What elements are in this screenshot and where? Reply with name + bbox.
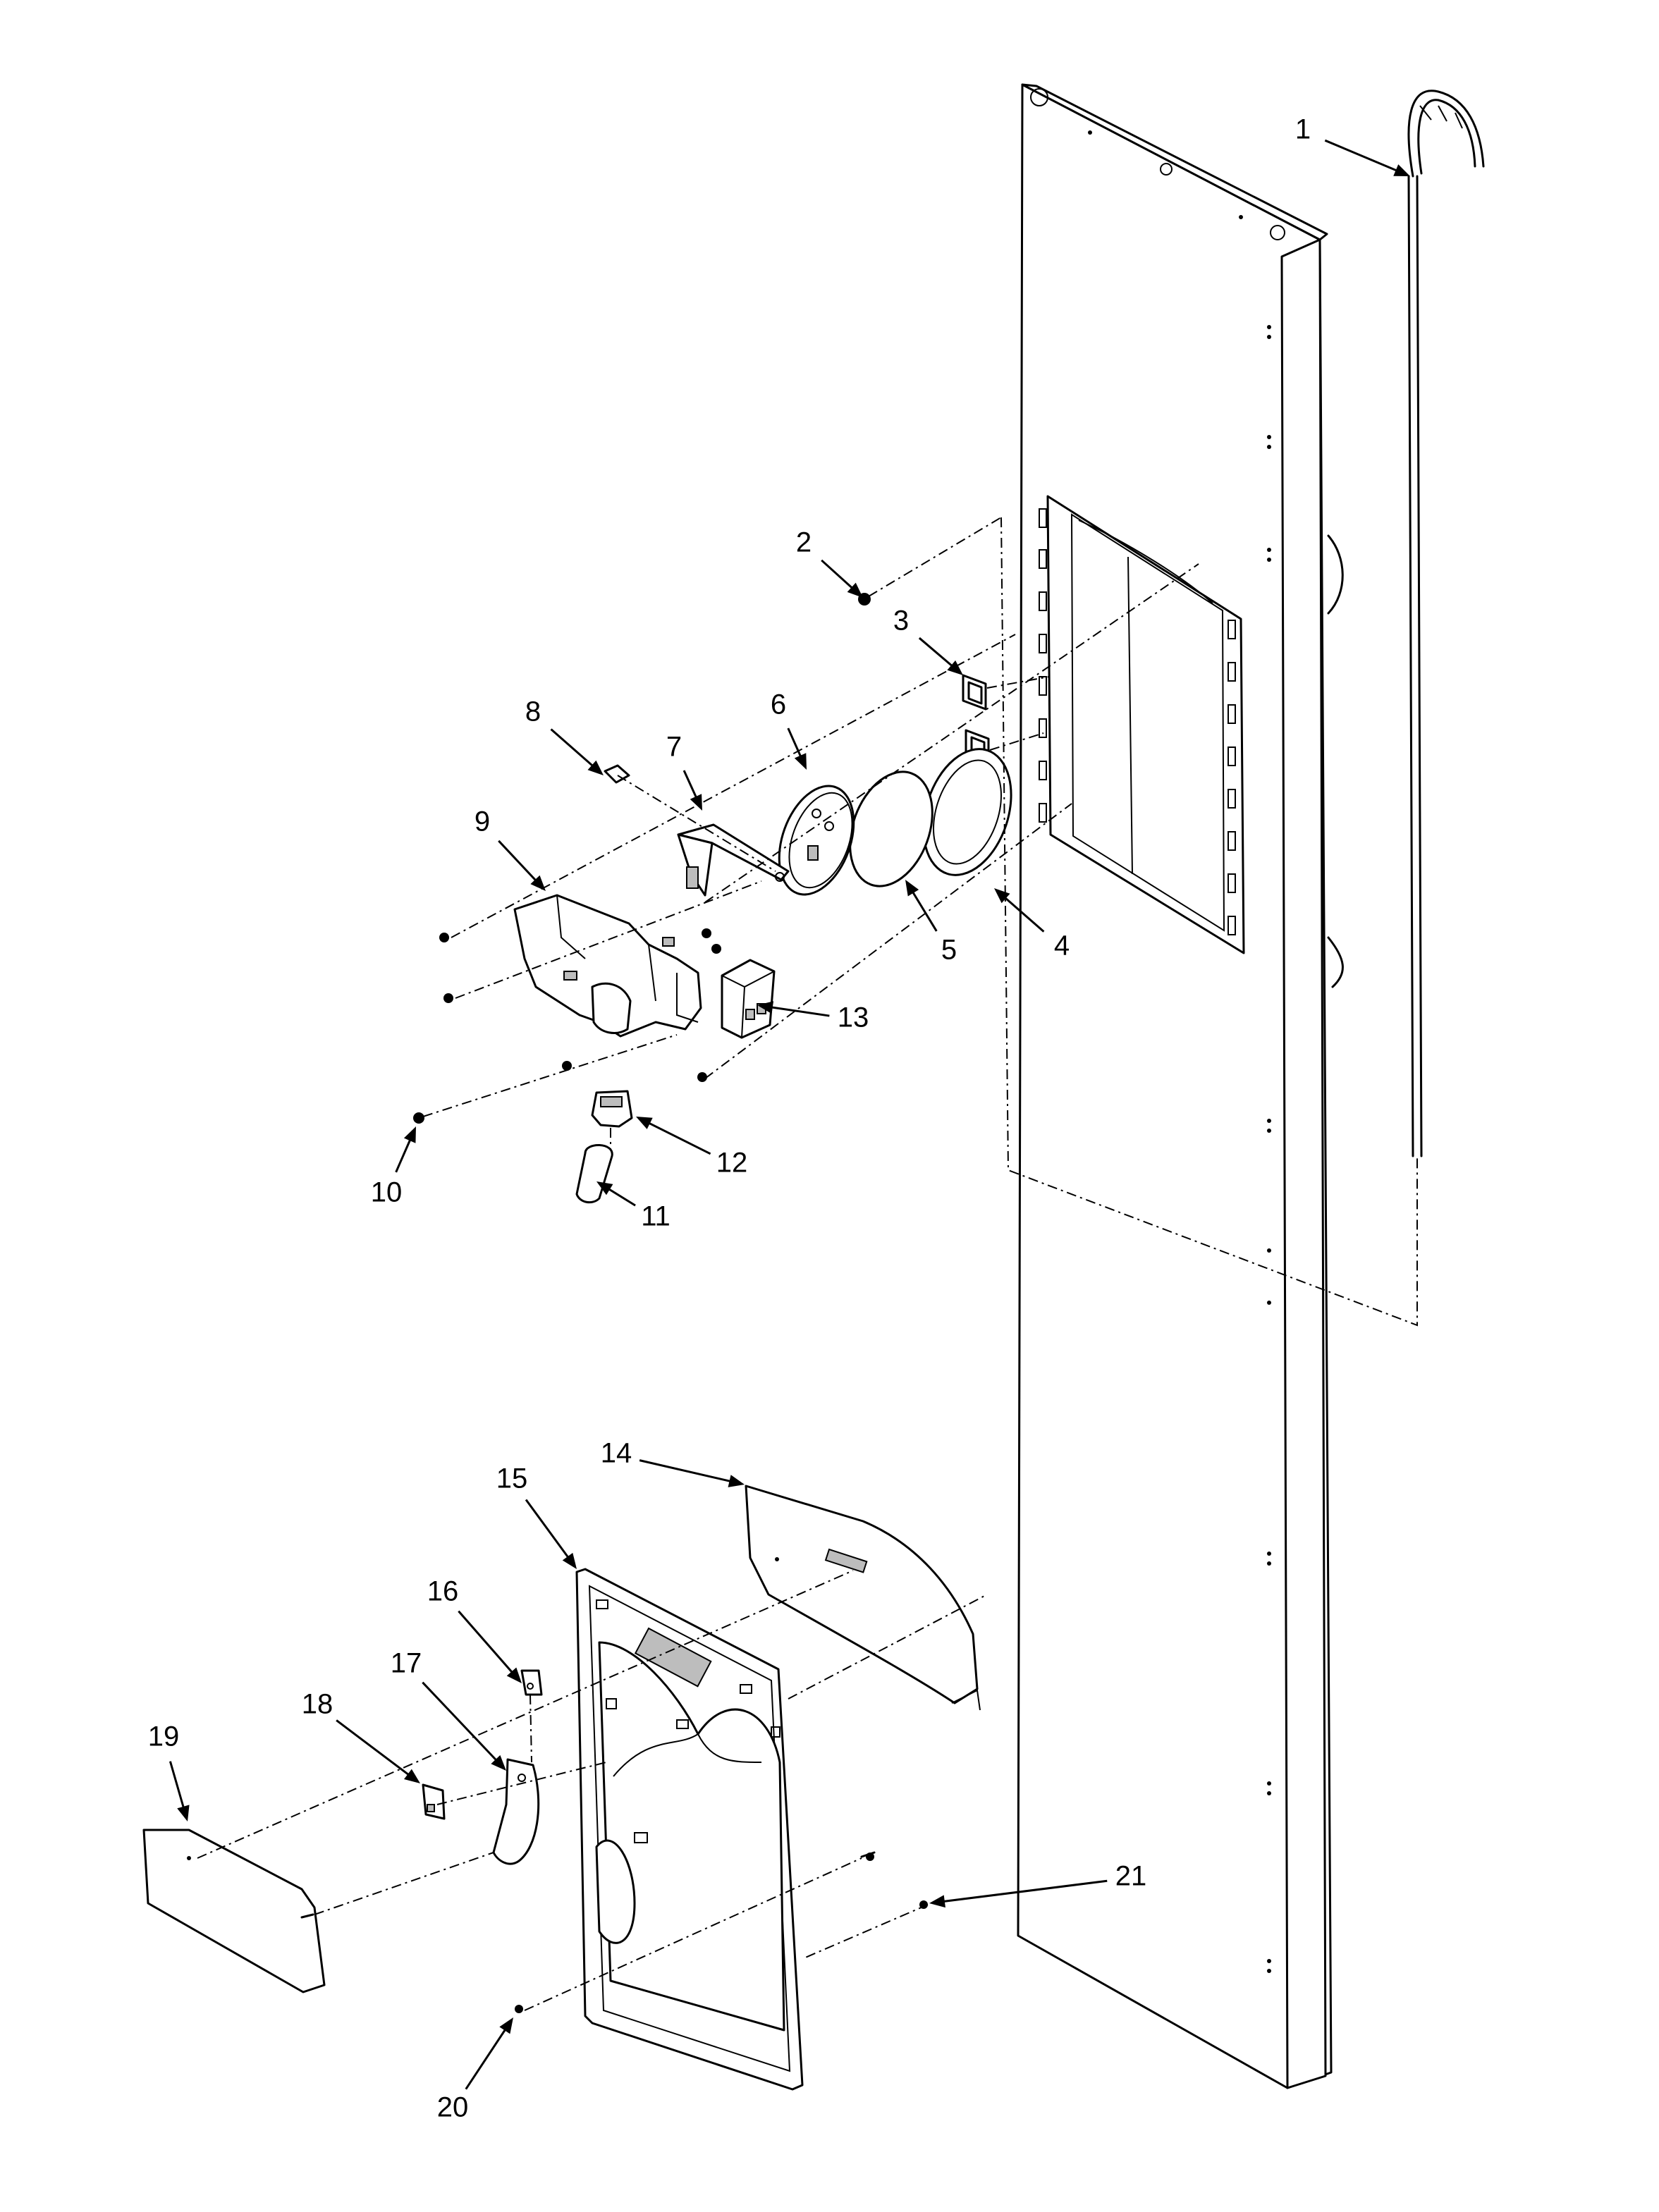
callout-arrowhead-8	[587, 760, 604, 775]
callout-number-12: 12	[716, 1148, 748, 1179]
part-19-plate	[142, 1829, 326, 1993]
callout-arrowhead-19	[177, 1805, 190, 1821]
callout-arrowhead-12	[636, 1117, 653, 1129]
callout-arrowhead-3	[947, 660, 963, 675]
part-18-switch	[422, 1783, 446, 1820]
callout-leader-15	[525, 1499, 575, 1567]
callout-number-7: 7	[666, 732, 682, 763]
part-11-spout	[575, 1144, 613, 1204]
part-5-lens	[849, 770, 933, 887]
callout-arrowhead-16	[506, 1667, 522, 1683]
callout-arrowhead-2	[847, 582, 863, 598]
assembly-lines	[197, 517, 1418, 2011]
callout-arrowhead-7	[690, 794, 702, 811]
callout-arrowhead-4	[994, 888, 1010, 904]
door-panel	[1017, 83, 1344, 2089]
callout-leader-14	[639, 1459, 741, 1485]
callout-number-4: 4	[1054, 930, 1070, 961]
callout-number-19: 19	[148, 1721, 180, 1752]
callout-number-20: 20	[437, 2092, 469, 2123]
callout-number-15: 15	[496, 1463, 528, 1494]
callout-number-14: 14	[601, 1438, 632, 1469]
callout-number-10: 10	[371, 1177, 403, 1208]
callout-leader-21	[933, 1879, 1108, 1904]
callout-arrowhead-17	[491, 1755, 506, 1771]
part-13-valve	[721, 959, 776, 1039]
callout-arrowhead-5	[905, 880, 919, 897]
callout-number-1: 1	[1295, 114, 1311, 145]
callout-number-6: 6	[771, 689, 786, 720]
callout-arrowhead-13	[757, 1001, 774, 1014]
part-6-light-module	[778, 785, 855, 896]
part-20-screw	[300, 1913, 523, 2013]
callout-number-18: 18	[302, 1689, 333, 1720]
callout-number-3: 3	[893, 606, 909, 637]
callout-number-17: 17	[391, 1648, 422, 1679]
callout-arrowhead-1	[1393, 164, 1410, 176]
callout-number-21: 21	[1115, 1861, 1147, 1892]
callout-number-13: 13	[838, 1002, 869, 1033]
part-14-trim	[745, 1485, 981, 1711]
callout-arrowhead-10	[403, 1126, 416, 1143]
callout-leader-20	[465, 2020, 512, 2090]
callout-arrowhead-18	[404, 1769, 420, 1783]
callout-arrowhead-9	[530, 875, 546, 891]
part-7-bracket	[677, 823, 790, 897]
callout-number-2: 2	[796, 527, 812, 558]
callout-leader-17	[422, 1681, 504, 1769]
callout-number-16: 16	[427, 1576, 459, 1607]
callout-arrowhead-14	[728, 1475, 745, 1487]
callout-arrowhead-20	[499, 2017, 513, 2034]
callout-arrowhead-15	[562, 1552, 577, 1569]
part-10-screws	[413, 928, 721, 1124]
part-16-spring	[520, 1669, 543, 1696]
callout-leader-18	[336, 1719, 418, 1782]
callout-number-9: 9	[475, 806, 490, 837]
callout-number-5: 5	[941, 935, 957, 966]
part-9-housing	[513, 894, 702, 1038]
part-21-screws	[860, 1851, 928, 1909]
callout-arrowhead-21	[929, 1895, 945, 1908]
part-15-frame	[575, 1568, 804, 2091]
callout-leader-1	[1324, 139, 1407, 176]
callout-leader-16	[458, 1610, 520, 1681]
callout-arrowhead-11	[596, 1181, 613, 1196]
part-12-fitting	[591, 1090, 633, 1128]
callout-arrowhead-6	[794, 753, 807, 770]
part-17-lever	[492, 1758, 540, 1865]
callout-leader-13	[761, 1004, 830, 1017]
part-1-water-tube	[1407, 90, 1485, 1157]
callout-number-11: 11	[641, 1201, 671, 1232]
callout-leader-12	[639, 1117, 711, 1155]
callout-number-8: 8	[525, 696, 541, 727]
